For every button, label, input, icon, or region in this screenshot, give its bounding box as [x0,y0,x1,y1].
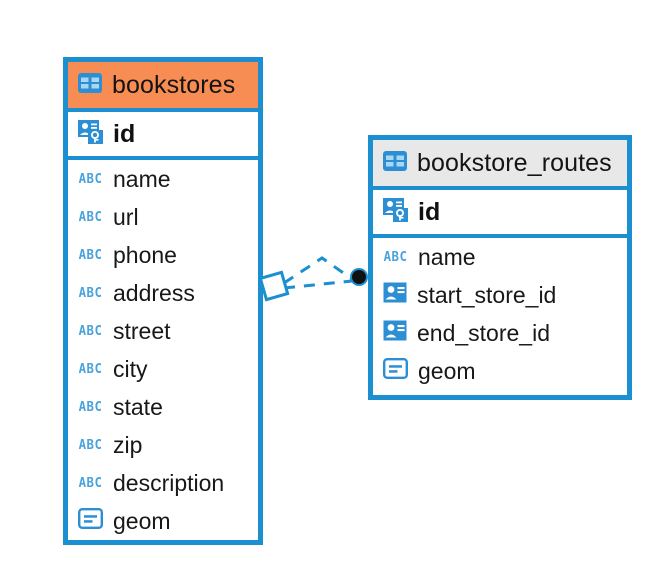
relationship-line-lower [283,279,353,290]
foreign-key-icon [383,320,407,346]
primary-key-icon [77,119,105,150]
field-name-label: description [113,469,225,496]
field-name-label: phone [113,241,177,268]
field-name-label: address [113,279,195,306]
abc-text-icon: ABC [78,475,103,491]
abc-text-icon: ABC [78,209,103,225]
abc-text-icon: ABC [78,285,103,301]
abc-text-icon: ABC [78,171,103,187]
primary-key-icon [382,197,410,228]
field-name-label: name [113,165,171,192]
field-row-street[interactable]: ABC street [68,312,258,350]
field-row-end-store-id[interactable]: end_store_id [373,314,627,352]
abc-text-icon: ABC [383,249,408,265]
field-name-label: geom [113,507,171,534]
relationship-line-upper [283,256,353,285]
geometry-icon [383,358,409,384]
field-row-phone[interactable]: ABC phone [68,236,258,274]
field-name-label: start_store_id [417,281,557,308]
entity-name-bookstore-routes: bookstore_routes [417,148,612,177]
entity-bookstores[interactable]: bookstores id ABC name [63,57,263,545]
relationship-target-marker-filled-circle [350,268,368,286]
table-icon [77,72,103,99]
field-name-label: url [113,203,139,230]
field-name-label: city [113,355,148,382]
geometry-icon [78,508,104,534]
table-icon [382,150,408,177]
field-row-zip[interactable]: ABC zip [68,426,258,464]
field-row-address[interactable]: ABC address [68,274,258,312]
field-name-id: id [113,119,136,148]
entity-bookstore-routes[interactable]: bookstore_routes id ABC name [368,135,632,400]
field-name-label: geom [418,357,476,384]
field-row-name[interactable]: ABC name [373,238,627,276]
field-row-description[interactable]: ABC description [68,464,258,502]
abc-text-icon: ABC [78,323,103,339]
field-name-label: zip [113,431,143,458]
foreign-key-icon [383,282,407,308]
field-row-id[interactable]: id [373,190,627,238]
field-row-geom[interactable]: geom [373,352,627,390]
field-name-label: end_store_id [417,319,550,346]
field-row-url[interactable]: ABC url [68,198,258,236]
entity-header-bookstores: bookstores [68,62,258,112]
field-name-label: street [113,317,171,344]
field-name-id: id [418,197,441,226]
abc-text-icon: ABC [78,399,103,415]
field-row-name[interactable]: ABC name [68,160,258,198]
abc-text-icon: ABC [78,247,103,263]
field-name-label: state [113,393,163,420]
field-row-start-store-id[interactable]: start_store_id [373,276,627,314]
field-row-city[interactable]: ABC city [68,350,258,388]
entity-name-bookstores: bookstores [112,70,236,99]
relationship-source-marker-open-diamond [258,270,290,302]
abc-text-icon: ABC [78,437,103,453]
abc-text-icon: ABC [78,361,103,377]
field-row-geom[interactable]: geom [68,502,258,540]
field-row-state[interactable]: ABC state [68,388,258,426]
field-row-id[interactable]: id [68,112,258,160]
entity-header-bookstore-routes: bookstore_routes [373,140,627,190]
field-name-label: name [418,243,476,270]
